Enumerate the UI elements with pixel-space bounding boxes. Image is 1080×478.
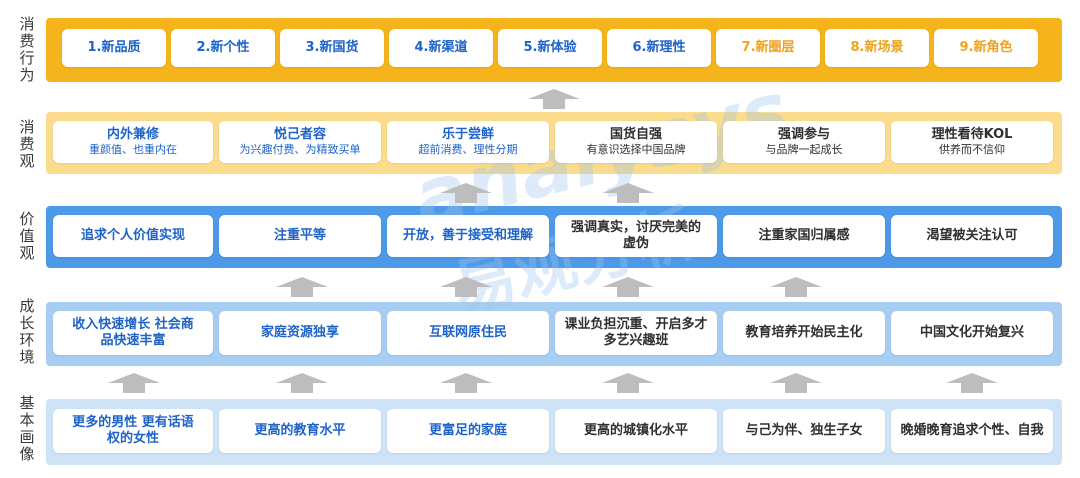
row-label-portrait: 基本画像	[19, 394, 35, 463]
row-label-behavior: 消费行为	[19, 15, 35, 84]
behavior-item-3: 3.新国货	[280, 29, 384, 67]
consumption-view-item-1: 内外兼修重颜值、也重内在	[53, 121, 213, 163]
behavior-item-5: 5.新体验	[498, 29, 602, 67]
portrait-item-5: 与己为伴、独生子女	[723, 409, 885, 453]
environment-item-1: 收入快速增长 社会商品快速丰富	[53, 311, 213, 355]
values-item-2: 注重平等	[219, 215, 381, 257]
portrait-item-6: 晚婚晚育追求个性、自我	[891, 409, 1053, 453]
values-item-4: 强调真实，讨厌完美的虚伪	[555, 215, 717, 257]
behavior-item-4: 4.新渠道	[389, 29, 493, 67]
environment-item-6: 中国文化开始复兴	[891, 311, 1053, 355]
environment-item-4: 课业负担沉重、开启多才多艺兴趣班	[555, 311, 717, 355]
behavior-item-7: 7.新圈层	[716, 29, 820, 67]
portrait-item-4: 更高的城镇化水平	[555, 409, 717, 453]
behavior-item-1: 1.新品质	[62, 29, 166, 67]
environment-item-5: 教育培养开始民主化	[723, 311, 885, 355]
environment-item-2: 家庭资源独享	[219, 311, 381, 355]
behavior-item-9: 9.新角色	[934, 29, 1038, 67]
values-item-6: 渴望被关注认可	[891, 215, 1053, 257]
environment-item-3: 互联网原住民	[387, 311, 549, 355]
behavior-item-6: 6.新理性	[607, 29, 711, 67]
portrait-item-3: 更富足的家庭	[387, 409, 549, 453]
consumption-view-item-4: 国货自强有意识选择中国品牌	[555, 121, 717, 163]
row-label-consumption-view: 消费观	[19, 117, 35, 170]
row-label-values: 价值观	[19, 209, 35, 262]
values-item-5: 注重家国归属感	[723, 215, 885, 257]
behavior-item-8: 8.新场景	[825, 29, 929, 67]
values-item-3: 开放，善于接受和理解	[387, 215, 549, 257]
consumption-view-item-5: 强调参与与品牌一起成长	[723, 121, 885, 163]
values-item-1: 追求个人价值实现	[53, 215, 213, 257]
behavior-item-2: 2.新个性	[171, 29, 275, 67]
row-label-environment: 成长环境	[19, 297, 35, 366]
portrait-item-1: 更多的男性 更有话语权的女性	[53, 409, 213, 453]
consumption-view-item-2: 悦己者容为兴趣付费、为精致买单	[219, 121, 381, 163]
consumption-view-item-3: 乐于尝鲜超前消费、理性分期	[387, 121, 549, 163]
portrait-item-2: 更高的教育水平	[219, 409, 381, 453]
